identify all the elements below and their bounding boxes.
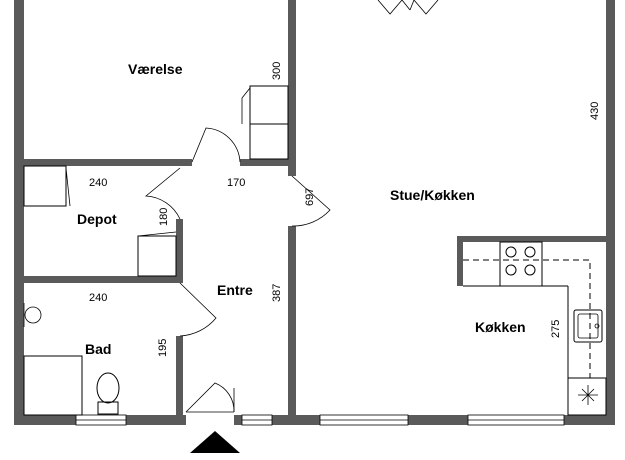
fixtures: [23, 85, 607, 416]
walls: [14, 0, 615, 425]
room-label-stue-koekken: Stue/Køkken: [390, 187, 475, 203]
room-label-vaerelse: Værelse: [128, 61, 183, 77]
dimension-387: 387: [271, 284, 283, 302]
room-label-entre: Entre: [217, 282, 253, 298]
dimension-300: 300: [271, 62, 283, 80]
room-label-depot: Depot: [77, 211, 117, 227]
dimension-430: 430: [589, 102, 601, 120]
room-label-bad: Bad: [85, 341, 111, 357]
entrance-arrow-icon: [190, 431, 240, 453]
dimension-240-depot: 240: [89, 177, 107, 189]
dimension-275: 275: [550, 320, 562, 338]
dimension-180: 180: [158, 208, 170, 226]
room-label-koekken: Køkken: [475, 319, 526, 335]
doors: [144, 0, 439, 413]
dimension-170: 170: [227, 177, 245, 189]
dimension-195: 195: [157, 339, 169, 357]
dimension-240-bad: 240: [89, 292, 107, 304]
dimension-697: 697: [304, 188, 316, 206]
windows: [75, 414, 565, 426]
